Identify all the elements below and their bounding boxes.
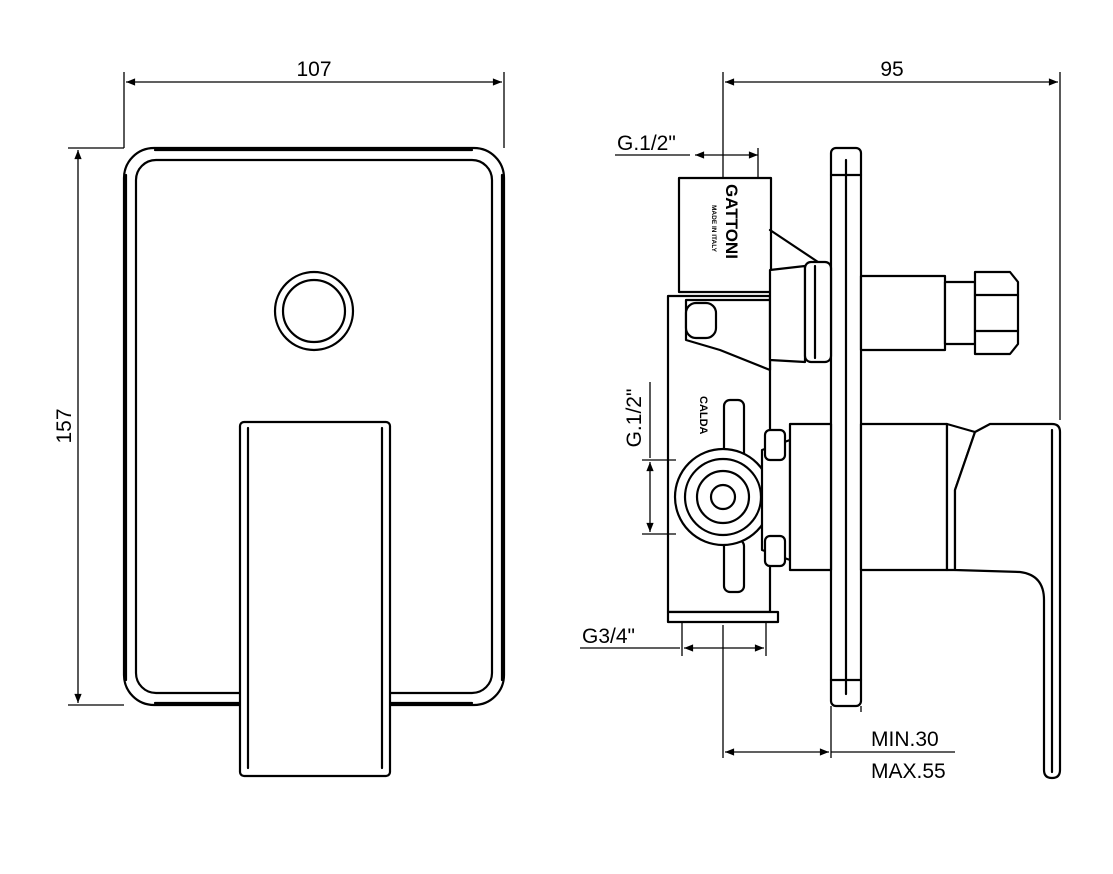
hot-label: CALDA	[697, 396, 709, 435]
width-dimension: 107	[123, 58, 505, 148]
mixer-cartridge	[788, 422, 833, 572]
front-view: 107 157	[53, 58, 506, 778]
bottom-outlet-label: G3/4"	[582, 625, 635, 648]
depth-dimension: 95	[722, 58, 1061, 420]
height-dimension-label: 157	[53, 408, 76, 443]
side-inlet-label: G.1/2"	[623, 389, 646, 448]
diverter-nut	[973, 270, 1020, 356]
bottom-outlet-dimension: G3/4"	[580, 622, 767, 656]
min-depth-label: MIN.30	[871, 728, 939, 751]
side-view: GATTONI MADE IN ITALY CALDA	[580, 58, 1062, 783]
installation-depth-dimension: MIN.30 MAX.55	[722, 625, 955, 783]
lever-handle	[238, 420, 392, 778]
side-inlet-dimension: G.1/2"	[623, 382, 676, 535]
top-inlet-label: G.1/2"	[617, 132, 676, 155]
height-dimension: 157	[53, 147, 124, 706]
side-lever-handle	[953, 422, 1062, 780]
brand-label: GATTONI	[722, 184, 741, 259]
top-inlet-dimension: G.1/2"	[615, 132, 759, 178]
width-dimension-label: 107	[296, 58, 331, 81]
max-depth-label: MAX.55	[871, 760, 946, 783]
origin-label: MADE IN ITALY	[710, 205, 717, 253]
depth-dimension-label: 95	[880, 58, 903, 81]
diverter-knob	[273, 270, 355, 352]
top-inlet-block	[677, 176, 773, 294]
hot-inlet-fitting	[673, 447, 773, 547]
